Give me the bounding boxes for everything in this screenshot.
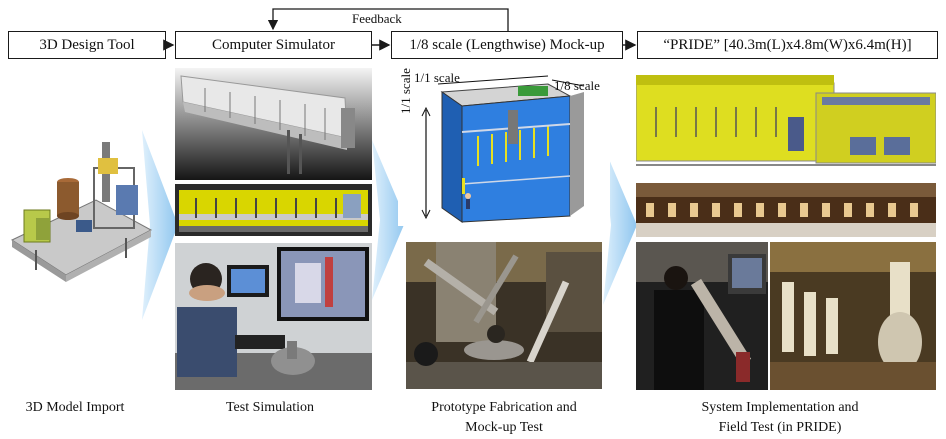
stage-label: “PRIDE” [40.3m(L)x4.8m(W)x6.4m(H)] <box>663 36 912 53</box>
stage-label: Computer Simulator <box>212 36 335 53</box>
caption-system-line1: System Implementation and <box>701 400 859 415</box>
pride-photo-interior <box>770 242 936 390</box>
feedback-label: Feedback <box>352 11 402 26</box>
chevron-arrow-2 <box>372 140 406 300</box>
stage-box-computer-simulator: Computer Simulator <box>175 31 372 59</box>
pride-render-top <box>636 67 936 177</box>
mockup-diagram <box>398 66 610 226</box>
caption-system-line2: Field Test (in PRIDE) <box>718 420 842 435</box>
mockup-label-side-scale: 1/1 scale <box>398 68 413 114</box>
stage-label: 3D Design Tool <box>39 36 135 53</box>
feedback-loop-arrow <box>267 8 509 31</box>
stage-box-pride: “PRIDE” [40.3m(L)x4.8m(W)x6.4m(H)] <box>637 31 938 59</box>
simulator-render-middle <box>175 184 372 236</box>
caption-test-simulation: Test Simulation <box>225 400 315 415</box>
pride-photo-operator <box>636 242 768 390</box>
mockup-label-top-scale: 1/1 scale <box>414 70 460 85</box>
connector-arrows <box>163 8 637 51</box>
stage-box-mockup: 1/8 scale (Lengthwise) Mock-up <box>391 31 623 59</box>
simulator-render-top <box>175 68 372 180</box>
caption-prototype-line2: Mock-up Test <box>465 420 543 435</box>
caption-prototype-line1: Prototype Fabrication and <box>431 400 577 415</box>
simulator-photo <box>175 243 372 390</box>
stage-box-design-tool: 3D Design Tool <box>8 31 166 59</box>
caption-model-import: 3D Model Import <box>25 400 125 415</box>
stage-label: 1/8 scale (Lengthwise) Mock-up <box>409 36 605 53</box>
mockup-photo <box>406 242 602 389</box>
chevron-arrow-1 <box>142 130 178 320</box>
pride-photo-panel <box>636 183 936 237</box>
model-import-render <box>10 142 153 282</box>
mockup-label-right-scale: 1/8 scale <box>554 78 600 93</box>
chevron-arrow-3 <box>603 145 637 305</box>
